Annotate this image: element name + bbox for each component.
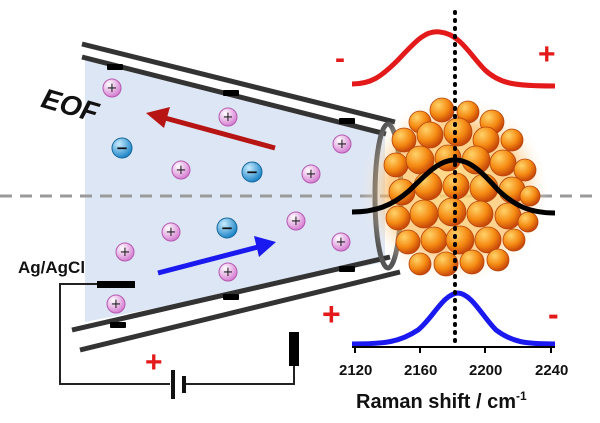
cation-ion: +	[332, 134, 352, 154]
raman-axis: 2120 2160 2200 2240 Raman shift / cm-1	[339, 346, 568, 413]
nanoparticle	[459, 249, 485, 275]
svg-text:+: +	[111, 297, 122, 312]
svg-text:+: +	[336, 235, 347, 250]
nanoparticle-aggregate	[360, 95, 550, 285]
nanoparticle	[408, 252, 432, 276]
svg-text:+: +	[223, 110, 234, 125]
ions-group: + + + + + + + + + + + − − −	[102, 78, 352, 314]
nanoparticle	[433, 251, 459, 277]
nanoparticle	[443, 117, 473, 147]
spectrum-bottom	[351, 290, 556, 347]
svg-text:−: −	[221, 219, 234, 237]
nanoparticle	[413, 171, 443, 201]
svg-text:−: −	[116, 139, 129, 157]
axis-tick-label: 2240	[535, 362, 568, 379]
bottom-right-sign: -	[548, 296, 559, 332]
electrode-label: Ag/AgCl	[18, 258, 85, 277]
circuit-wire	[59, 283, 295, 385]
cation-ion: +	[331, 232, 351, 252]
wall-charge	[110, 322, 126, 328]
cation-ion: +	[161, 222, 181, 242]
top-left-sign: -	[335, 42, 345, 75]
svg-text:+: +	[291, 214, 302, 229]
svg-text:+: +	[120, 245, 131, 260]
nanoparticle	[489, 149, 517, 177]
spectrum-top	[351, 29, 556, 89]
battery-plus-sign: +	[145, 346, 163, 379]
nanoparticle	[517, 211, 539, 233]
axis-tick-label: 2200	[469, 362, 502, 379]
wall-charges	[107, 64, 355, 328]
cation-ion: +	[286, 211, 306, 231]
nanoparticle	[395, 229, 421, 255]
axis-tick-label: 2120	[339, 362, 372, 379]
nanoparticle	[474, 226, 502, 254]
nanoparticle	[416, 121, 444, 149]
cation-ion: +	[106, 294, 126, 314]
nanoparticle	[437, 197, 467, 227]
anion-ion: −	[241, 161, 263, 183]
counter-electrode	[289, 332, 299, 366]
svg-text:+: +	[223, 265, 234, 280]
anion-ion: −	[111, 137, 133, 159]
svg-text:+: +	[176, 163, 187, 178]
wall-charge	[339, 266, 355, 272]
battery-symbol	[171, 370, 186, 399]
svg-text:+: +	[337, 137, 348, 152]
current-arrow	[157, 236, 276, 276]
cation-ion: +	[171, 160, 191, 180]
svg-text:−: −	[246, 163, 259, 181]
svg-text:+: +	[306, 167, 317, 182]
nanoparticle	[383, 152, 409, 178]
nanoparticle	[513, 158, 537, 182]
axis-title: Raman shift / cm-1	[356, 389, 527, 413]
cation-ion: +	[218, 262, 238, 282]
nanoparticle	[429, 97, 455, 123]
nanoparticle	[420, 226, 448, 254]
nanoparticle	[502, 228, 526, 252]
wall-charge	[107, 64, 123, 70]
cation-ion: +	[115, 242, 135, 262]
top-right-sign: +	[538, 38, 556, 71]
spectrum-middle	[351, 157, 556, 216]
cation-ion: +	[102, 78, 122, 98]
capillary-wall-bottom	[71, 254, 401, 353]
eof-flow-arrow	[146, 107, 276, 151]
wall-charge	[223, 90, 239, 96]
axis-tick-label: 2160	[404, 362, 437, 379]
wall-charge	[339, 118, 355, 124]
wall-charge	[223, 294, 239, 300]
cation-ion: +	[301, 164, 321, 184]
nanoparticle	[385, 205, 411, 231]
electrode-plate	[97, 281, 135, 288]
nanoparticle	[466, 200, 494, 228]
nanoparticle	[445, 225, 475, 255]
nanoparticle	[405, 145, 435, 175]
cation-ion: +	[218, 107, 238, 127]
nanoparticle	[519, 185, 541, 207]
svg-text:+: +	[166, 225, 177, 240]
nanoparticle	[500, 128, 524, 152]
bottom-left-sign: +	[322, 296, 341, 332]
nanoparticle	[486, 248, 510, 272]
anion-ion: −	[216, 217, 238, 239]
nanoparticle	[409, 199, 439, 229]
svg-text:+: +	[107, 81, 118, 96]
nanoparticle	[391, 127, 417, 153]
